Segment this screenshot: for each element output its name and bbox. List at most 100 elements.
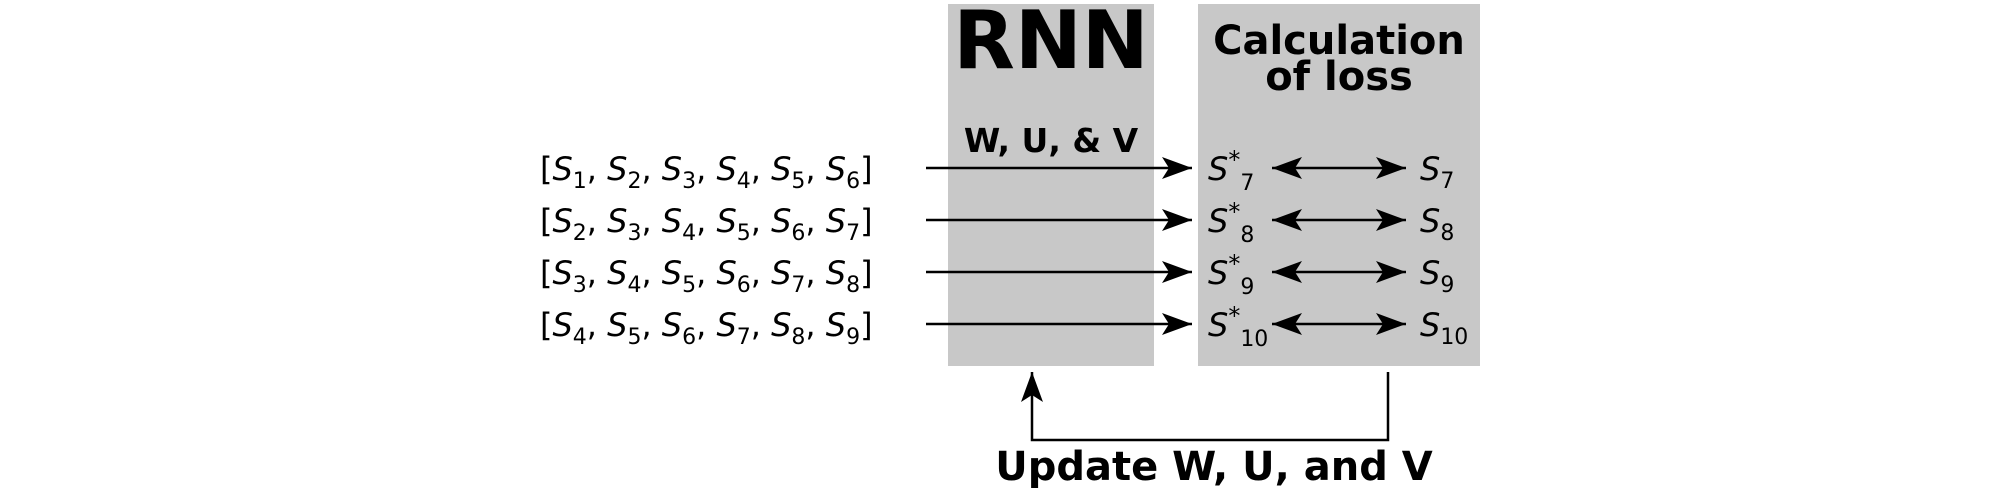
loss-title-line2: of loss <box>1265 54 1413 100</box>
state-subscript: 3 <box>682 169 696 194</box>
state-symbol: S <box>662 150 682 188</box>
state-subscript: 4 <box>627 273 641 298</box>
input-sequence: [S3, S4, S5, S6, S7, S8] <box>540 254 873 298</box>
state-symbol: S <box>771 150 791 188</box>
state-subscript: 6 <box>682 325 696 350</box>
separator: , <box>696 150 716 188</box>
separator: , <box>587 306 607 344</box>
predicted-subscript: 10 <box>1240 327 1268 352</box>
state-subscript: 7 <box>737 325 751 350</box>
state-subscript: 5 <box>791 169 805 194</box>
input-sequence: [S2, S3, S4, S5, S6, S7] <box>540 202 873 246</box>
state-symbol: S <box>607 150 627 188</box>
state-subscript: 1 <box>573 169 587 194</box>
predicted-subscript: 9 <box>1240 275 1254 300</box>
state-symbol: S <box>552 202 572 240</box>
state-subscript: 5 <box>737 221 751 246</box>
state-symbol: S <box>552 306 572 344</box>
open-bracket: [ <box>540 254 552 292</box>
rnn-params-label: W, U, & V <box>964 121 1139 160</box>
state-subscript: 4 <box>682 221 696 246</box>
state-symbol: S <box>607 202 627 240</box>
state-subscript: 6 <box>791 221 805 246</box>
star-superscript: * <box>1228 146 1240 174</box>
state-subscript: 3 <box>573 273 587 298</box>
state-symbol: S <box>662 254 682 292</box>
state-subscript: 2 <box>627 169 641 194</box>
predicted-state: S*9 <box>1208 250 1254 300</box>
state-symbol: S <box>552 150 572 188</box>
predicted-symbol: S <box>1208 254 1228 292</box>
rnn-box <box>948 4 1154 366</box>
predicted-symbol: S <box>1208 202 1228 240</box>
input-sequence: [S4, S5, S6, S7, S8, S9] <box>540 306 873 350</box>
target-state: S8 <box>1420 202 1454 246</box>
state-subscript: 6 <box>846 169 860 194</box>
state-subscript: 8 <box>791 325 805 350</box>
rnn-title: RNN <box>953 0 1149 87</box>
predicted-state: S*7 <box>1208 146 1254 196</box>
target-state: S9 <box>1420 254 1454 298</box>
state-subscript: 2 <box>573 221 587 246</box>
sequence-row: [S1, S2, S3, S4, S5, S6] S*7 S 7 <box>540 146 1454 196</box>
separator: , <box>696 202 716 240</box>
input-sequence: [S1, S2, S3, S4, S5, S6] <box>540 150 873 194</box>
state-symbol: S <box>716 306 736 344</box>
state-symbol: S <box>826 254 846 292</box>
separator: , <box>751 254 771 292</box>
target-symbol: S <box>1420 254 1440 292</box>
close-bracket: ] <box>860 254 872 292</box>
separator: , <box>587 254 607 292</box>
state-symbol: S <box>607 306 627 344</box>
state-subscript: 4 <box>737 169 751 194</box>
target-symbol: S <box>1420 150 1440 188</box>
state-subscript: 9 <box>846 325 860 350</box>
state-symbol: S <box>771 202 791 240</box>
target-subscript: 10 <box>1440 325 1468 350</box>
state-symbol: S <box>826 202 846 240</box>
separator: , <box>751 306 771 344</box>
feedback-loop-line <box>1021 372 1390 442</box>
predicted-subscript: 7 <box>1240 171 1254 196</box>
target-symbol: S <box>1420 306 1440 344</box>
loss-box <box>1198 4 1480 366</box>
state-symbol: S <box>826 306 846 344</box>
separator: , <box>587 202 607 240</box>
state-subscript: 7 <box>846 221 860 246</box>
state-symbol: S <box>716 150 736 188</box>
state-symbol: S <box>716 202 736 240</box>
predicted-subscript: 8 <box>1240 223 1254 248</box>
state-subscript: 5 <box>627 325 641 350</box>
separator: , <box>805 254 825 292</box>
star-superscript: * <box>1228 198 1240 226</box>
state-subscript: 8 <box>846 273 860 298</box>
separator: , <box>696 306 716 344</box>
state-symbol: S <box>771 306 791 344</box>
state-symbol: S <box>771 254 791 292</box>
separator: , <box>587 150 607 188</box>
state-subscript: 3 <box>627 221 641 246</box>
state-symbol: S <box>607 254 627 292</box>
separator: , <box>805 306 825 344</box>
target-symbol: S <box>1420 202 1440 240</box>
state-symbol: S <box>662 306 682 344</box>
separator: , <box>641 202 661 240</box>
separator: , <box>696 254 716 292</box>
close-bracket: ] <box>860 150 872 188</box>
target-subscript: 8 <box>1440 221 1454 246</box>
target-state: S10 <box>1420 306 1468 350</box>
state-symbol: S <box>826 150 846 188</box>
close-bracket: ] <box>860 202 872 240</box>
star-superscript: * <box>1228 302 1240 330</box>
separator: , <box>641 306 661 344</box>
open-bracket: [ <box>540 202 552 240</box>
separator: , <box>805 150 825 188</box>
separator: , <box>751 150 771 188</box>
state-subscript: 5 <box>682 273 696 298</box>
predicted-state: S*8 <box>1208 198 1254 248</box>
